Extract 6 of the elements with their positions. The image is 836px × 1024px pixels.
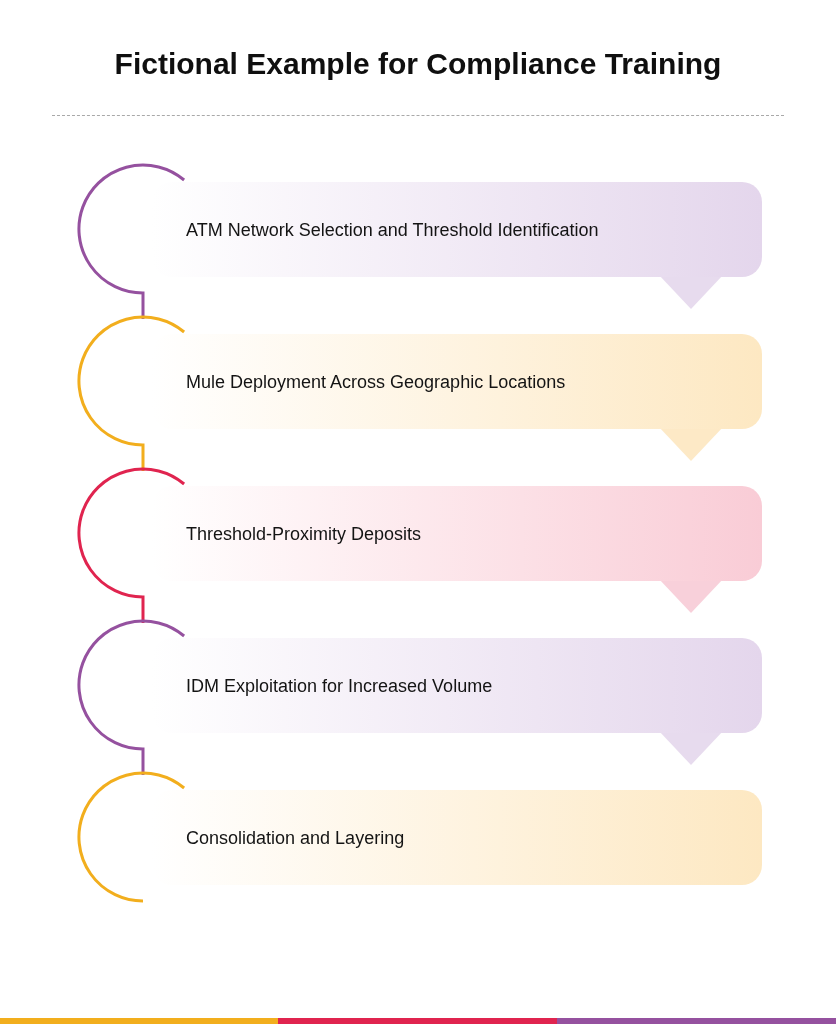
step-label: Consolidation and Layering <box>186 826 406 850</box>
step-label: ATM Network Selection and Threshold Identification <box>186 218 600 242</box>
diagram-title: Fictional Example for Compliance Training <box>113 46 723 82</box>
step-label: Threshold-Proximity Deposits <box>186 522 423 546</box>
step-label: Mule Deployment Across Geographic Locations <box>186 370 567 394</box>
step-label: IDM Exploitation for Increased Volume <box>186 674 494 698</box>
